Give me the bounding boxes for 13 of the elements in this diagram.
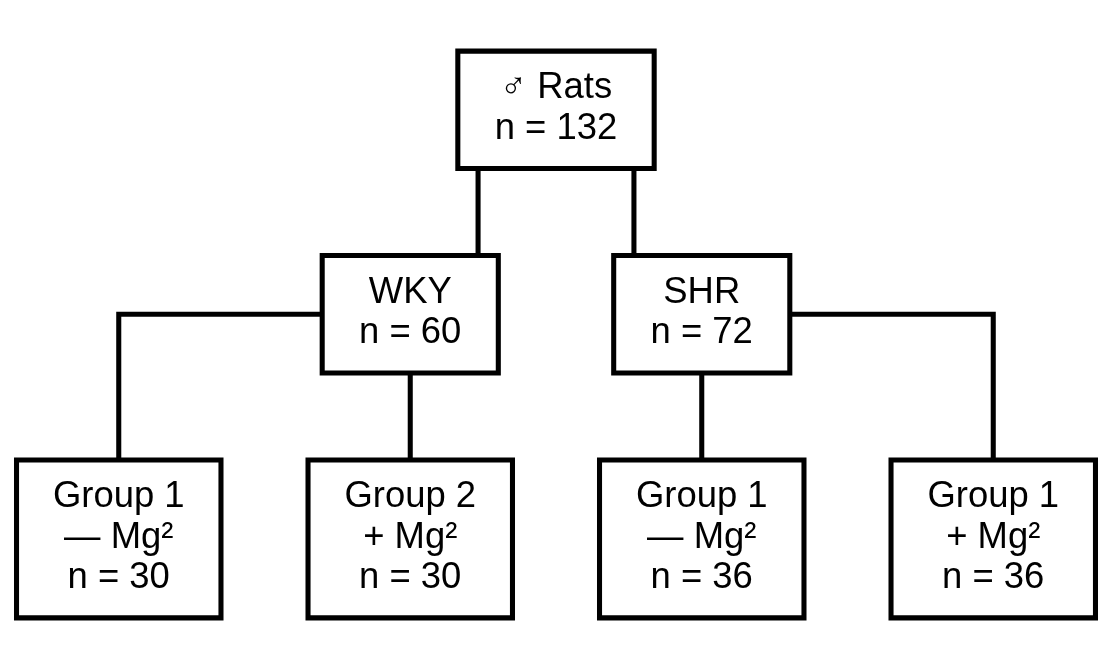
node-box: Group 1 — Mg² n = 36 — [597, 457, 807, 620]
connector — [631, 168, 637, 255]
node-box: Group 1 + Mg² n = 36 — [888, 457, 1098, 620]
connector — [116, 311, 322, 460]
connector — [407, 372, 413, 459]
node-box: SHR n = 72 — [611, 252, 793, 375]
connector — [699, 372, 705, 459]
node-box: ♂ Rats n = 132 — [455, 48, 657, 171]
node-box: Group 2 + Mg² n = 30 — [305, 457, 515, 620]
node-box: WKY n = 60 — [319, 252, 501, 375]
connector — [475, 168, 481, 255]
connector — [790, 311, 996, 460]
node-box: Group 1 — Mg² n = 30 — [14, 457, 224, 620]
